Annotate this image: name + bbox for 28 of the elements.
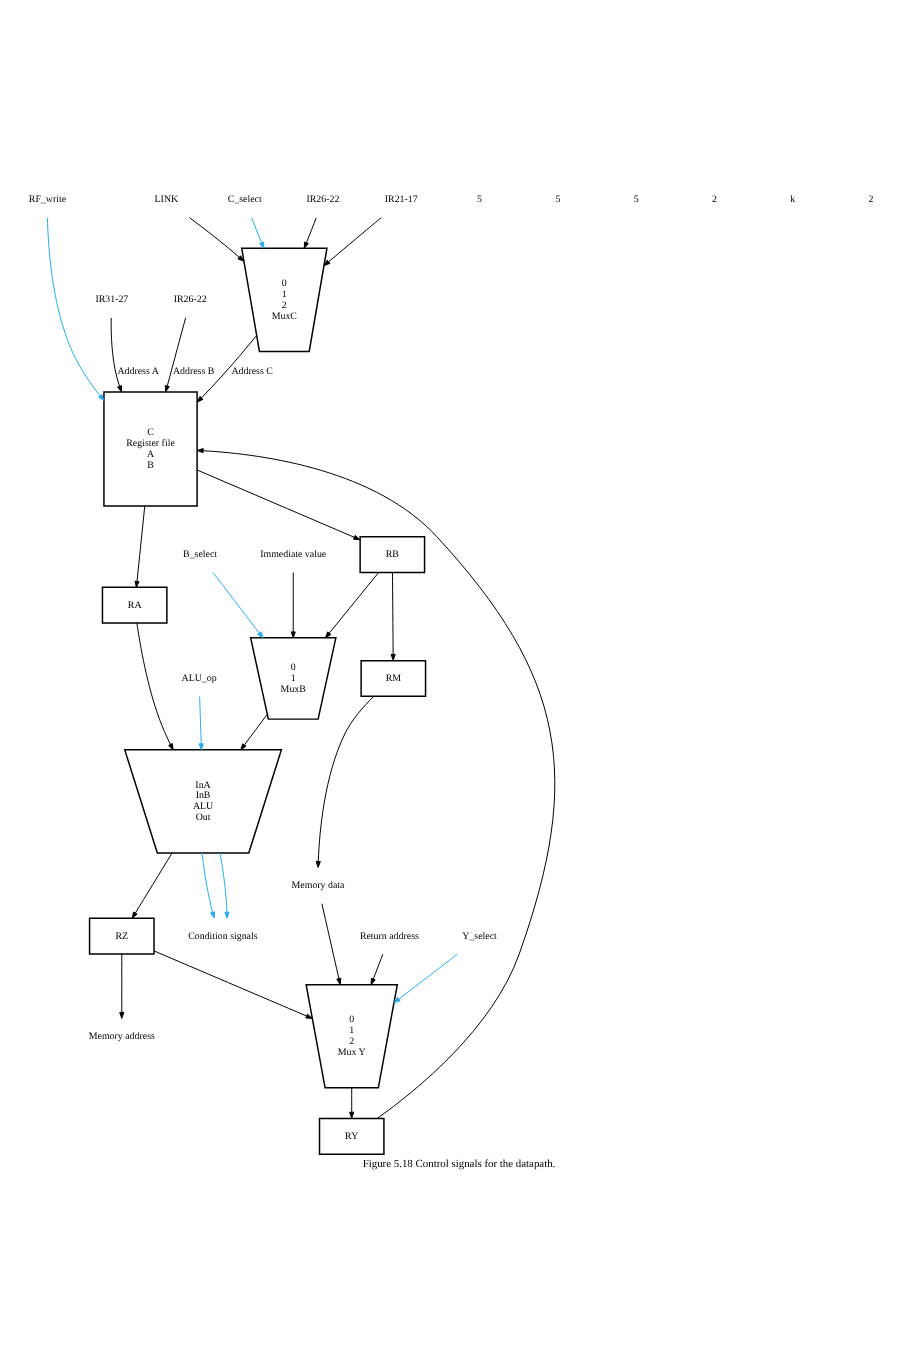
arrow xyxy=(393,953,459,1004)
arrow xyxy=(46,217,105,401)
arrow xyxy=(198,696,204,751)
arrow xyxy=(315,696,374,868)
arrow xyxy=(196,335,258,403)
arrow xyxy=(201,852,216,919)
arrow xyxy=(303,217,317,249)
arrow xyxy=(110,317,122,393)
arrow xyxy=(196,448,555,1119)
arrow xyxy=(290,572,296,639)
arrow xyxy=(323,217,382,267)
arrow xyxy=(136,622,174,751)
arrow xyxy=(251,217,265,249)
arrow xyxy=(240,713,268,751)
arrow xyxy=(134,505,146,588)
arrow xyxy=(196,469,361,541)
arrow xyxy=(390,572,396,661)
arrow xyxy=(370,953,384,986)
arrow xyxy=(153,950,313,1019)
arrow xyxy=(219,852,230,919)
arrow xyxy=(212,572,264,639)
arrow xyxy=(131,852,173,919)
arrow xyxy=(119,953,125,1019)
arrow xyxy=(321,903,342,985)
arrow xyxy=(164,317,187,393)
arrow xyxy=(189,217,245,262)
arrow xyxy=(349,1087,355,1119)
arrow xyxy=(325,572,380,639)
